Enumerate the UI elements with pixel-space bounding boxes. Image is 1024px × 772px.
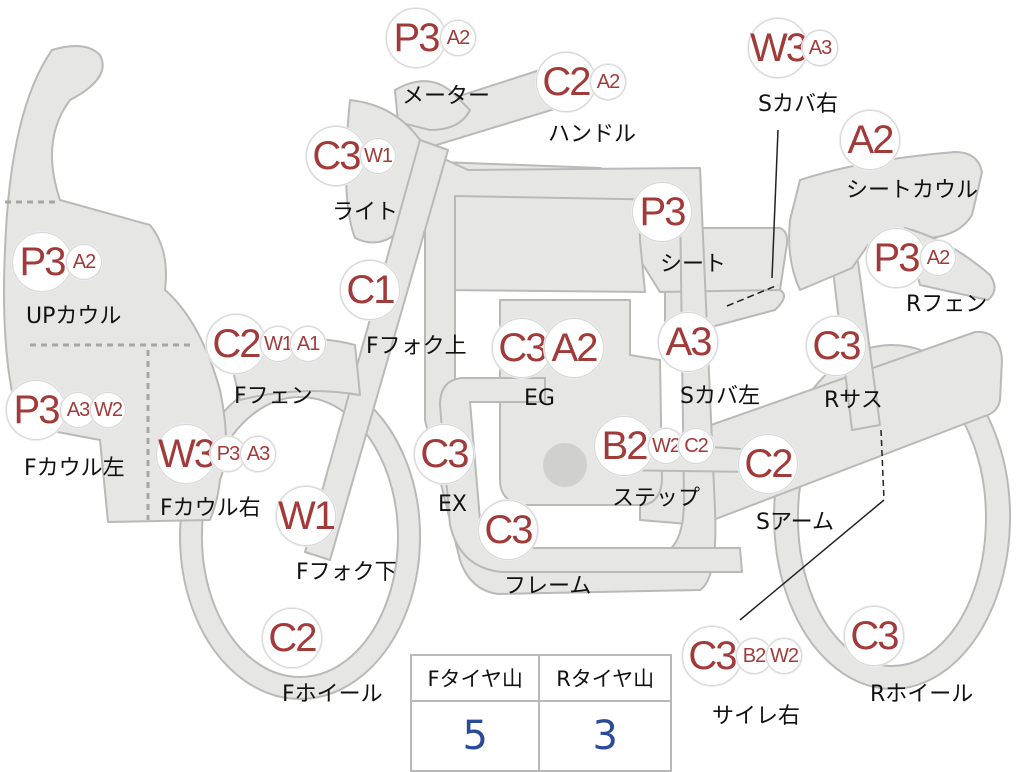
engine-cover-shape [543,443,587,487]
code-badge: C3 [478,500,538,560]
code-badge: P3 [6,380,66,440]
part-label: UPカウル [26,304,122,329]
front-tire-value: 5 [409,700,541,772]
part-label: Rホイール [870,682,974,707]
code-badge: W2 [766,638,802,674]
part-label: Fカウル右 [160,496,261,521]
fairing-panel-lines [5,200,195,520]
code-badge: C3 [844,606,904,666]
part-label: Fカウル左 [24,456,125,481]
code-badge: W1 [276,486,336,546]
code-badge: W2 [90,392,126,428]
part-label: シートカウル [846,178,979,203]
code-badge: B2 [594,416,654,476]
part-label: Fフェン [234,384,313,409]
rear-tire-value: 3 [538,700,672,772]
part-label: EX [438,492,467,517]
part-label: サイレ右 [712,704,801,729]
code-badge: A2 [440,20,476,56]
code-badge: C3 [682,626,742,686]
code-badge: A2 [840,110,900,170]
part-label: ステップ [612,486,701,511]
code-badge: C2 [738,434,798,494]
part-label: ハンドル [548,122,637,147]
code-badge: P3 [386,8,446,68]
part-label: Sカバ右 [758,92,838,117]
code-badge: C3 [306,126,366,186]
code-badge: W3 [748,18,808,78]
table-header-row: Fタイヤ山 Rタイヤ山 [409,654,672,702]
part-label: Rサス [824,388,883,413]
code-badge: A1 [290,326,326,362]
part-label: シート [660,252,727,277]
part-label: Fフォク下 [296,560,397,585]
code-badge: W3 [156,424,216,484]
code-badge: A3 [240,436,276,472]
code-badge: W2 [648,428,684,464]
code-badge: C2 [536,52,596,112]
code-badge: P3 [632,182,692,242]
code-badge: A2 [66,244,102,280]
code-badge: A3 [658,312,718,372]
part-label: ライト [332,200,399,225]
meter-shape [394,80,471,131]
part-label: Sカバ左 [680,384,760,409]
code-badge: P3 [866,228,926,288]
front-fork-shape [304,139,449,561]
part-label: EG [524,386,555,411]
table-value-row: 5 3 [409,700,672,772]
code-badge: A2 [920,240,956,276]
code-badge: C2 [262,608,322,668]
code-badge: C3 [414,424,474,484]
swing-arm-shape [639,330,1003,526]
code-badge: C3 [492,318,552,378]
code-badge: P3 [12,232,72,292]
code-badge: C2 [206,314,266,374]
part-label: Fホイール [282,682,383,707]
code-badge: A3 [802,30,838,66]
code-badge: A2 [590,64,626,100]
code-badge: A2 [544,318,604,378]
leader-lines [726,129,885,621]
part-label: Sアーム [756,510,834,535]
front-tire-header: Fタイヤ山 [409,654,541,702]
part-label: Rフェン [906,292,988,317]
part-label: メーター [402,84,491,109]
part-label: フレーム [504,574,592,599]
code-badge: W1 [360,138,396,174]
part-label: Fフォク上 [366,334,467,359]
code-badge: C3 [806,316,866,376]
code-badge: C2 [678,428,714,464]
tire-tread-table: Fタイヤ山 Rタイヤ山 5 3 [409,654,672,772]
rear-tire-header: Rタイヤ山 [538,654,672,702]
code-badge: C1 [340,260,400,320]
